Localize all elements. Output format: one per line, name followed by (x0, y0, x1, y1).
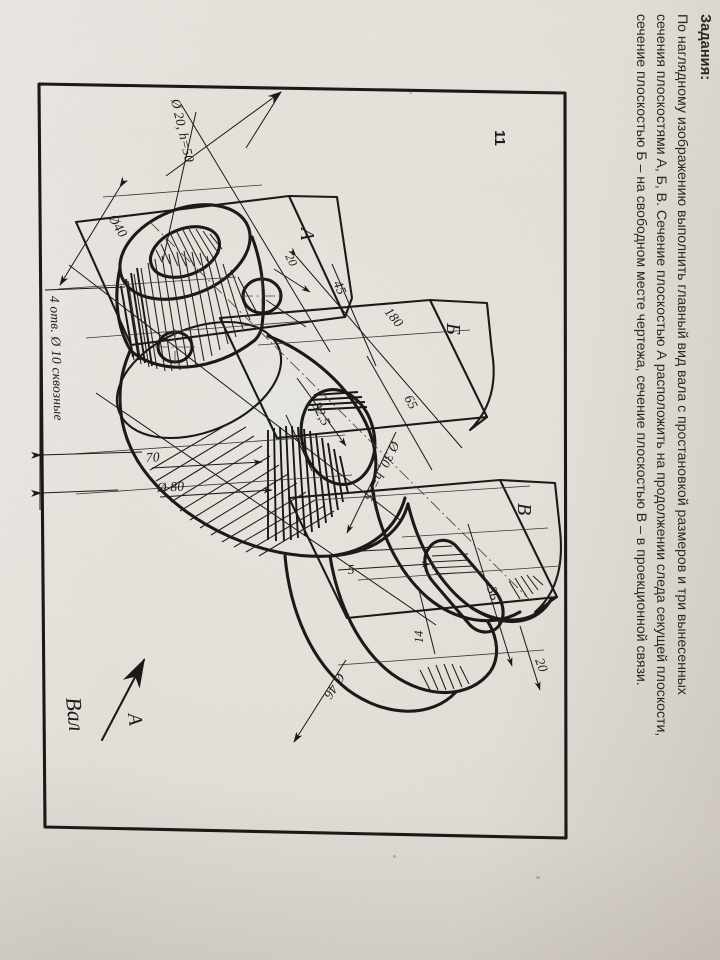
view-arrow-a-label: А (123, 710, 147, 728)
dim-step-45-text: 45 (330, 278, 349, 297)
dust-speck (536, 876, 540, 879)
dim-step-20: 20 (265, 251, 311, 328)
dim-key-14: 14 (412, 585, 436, 655)
dim-len-65-text: 65 (401, 392, 421, 411)
flange-bore-ellipse (148, 225, 222, 279)
part-title: Вал (61, 696, 89, 732)
dim-body-dia: Ø 80 (155, 479, 273, 498)
plane-a-label: А (296, 226, 318, 241)
variant-number-text: 11 (491, 130, 508, 146)
flange-hatching-dark (120, 267, 153, 367)
shaft-bottom-lobe-2 (283, 554, 458, 713)
shaft-body-outline-2 (266, 334, 378, 488)
dim-key-36: 36 (467, 523, 513, 667)
dust-speck (393, 855, 396, 858)
body-section-hatching-dark (267, 425, 349, 542)
dust-speck (409, 92, 412, 94)
dim-step-45: 45 (330, 263, 377, 367)
plane-b-label: Б (442, 322, 464, 335)
dim-end-20-text: 20 (532, 656, 551, 674)
shaft-bottom-lobe (328, 554, 499, 695)
dust-speck (158, 466, 160, 468)
keyway-slot (423, 538, 505, 634)
shaft-body-outline (118, 349, 410, 558)
dim-key-5-text: 5 (347, 562, 355, 577)
dim-total-180-text: 180 (382, 304, 407, 330)
dim-offset-325: 32,5 (285, 377, 347, 472)
dim-step-20-text: 20 (282, 251, 300, 268)
mid-bore-ellipse (299, 388, 377, 486)
through-holes (155, 276, 284, 365)
dim-four-holes: 4 отв. Ø 10 сквозные (30, 286, 143, 510)
shaft-end-hatching (419, 574, 544, 691)
dim-len-70-text: 70 (145, 449, 160, 465)
dim-key-5: 5 (337, 545, 453, 577)
dim-body-dia-text: Ø 80 (155, 479, 184, 495)
dim-shaft-dia-46: Ø 46 (293, 659, 349, 743)
body-front-ellipse (328, 496, 407, 558)
plane-v-wing (498, 478, 562, 614)
dim-end-20: 20 (519, 625, 551, 691)
extension-lines (57, 184, 561, 666)
dim-shaft-dia-46-text: Ø 46 (321, 670, 349, 702)
plane-v-label: В (513, 503, 535, 515)
bore-hatching (155, 228, 223, 267)
dim-key-14-text: 14 (412, 630, 426, 643)
dim-hole-top-text: Ø 20, h=50 (168, 96, 197, 163)
drawing-frame (37, 82, 568, 840)
shaft-axis (149, 221, 531, 601)
cutting-plane-b (218, 298, 489, 440)
dim-len-70: 70 (145, 449, 263, 469)
plane-b-wing (428, 298, 495, 432)
dim-four-holes-text: 4 отв. Ø 10 сквозные (47, 296, 66, 421)
dim-key-36-text: 36 (484, 584, 503, 603)
shaft-end-outline-2 (370, 484, 522, 623)
shaft-end-cap (470, 596, 554, 622)
dim-len-65: 65 (366, 355, 433, 471)
flange-hatching (121, 250, 257, 372)
variant-number: 11 (491, 130, 508, 146)
view-arrow-a: А (100, 658, 147, 742)
